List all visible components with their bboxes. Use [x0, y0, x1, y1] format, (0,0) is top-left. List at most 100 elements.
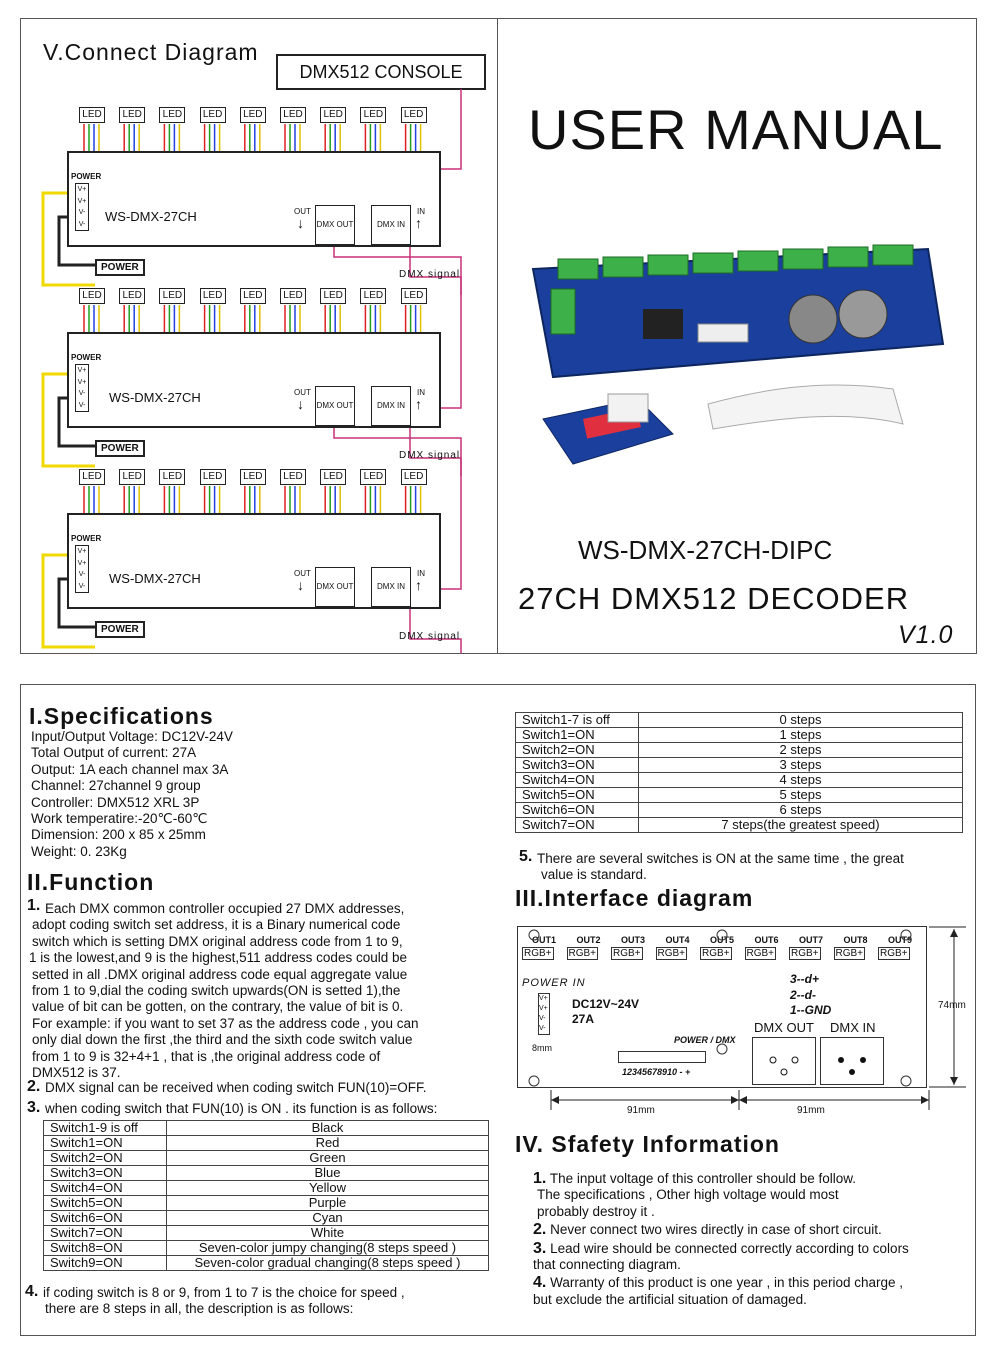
dim-small-label: 8mm: [532, 1043, 552, 1053]
in-label: IN: [417, 207, 425, 216]
power-button: POWER: [95, 621, 145, 638]
safety-number: 4.: [533, 1274, 547, 1292]
led-box: LED: [79, 469, 105, 485]
switch-cell: Switch4=ON: [515, 772, 639, 788]
cover-product: 27CH DMX512 DECODER: [518, 581, 910, 616]
text-line: only dial down the first ,the third and …: [32, 1032, 413, 1048]
power-button: POWER: [95, 440, 145, 457]
led-box: LED: [360, 288, 387, 304]
interface-out-label: OUT4: [665, 935, 690, 945]
dmx-signal-label: DMX signal: [399, 631, 461, 642]
interface-out-label: OUT6: [754, 935, 779, 945]
led-box: LED: [400, 107, 427, 123]
led-box: LED: [360, 469, 387, 485]
switch-cell: Switch2=ON: [515, 742, 639, 758]
value-cell: Yellow: [166, 1180, 489, 1196]
text-line: Never connect two wires directly in case…: [550, 1222, 882, 1238]
text-line: adopt coding switch set address, it is a…: [32, 917, 401, 933]
value-cell: Cyan: [166, 1210, 489, 1226]
text-line: but exclude the artificial situation of …: [533, 1291, 807, 1307]
vminus: V-: [539, 1025, 546, 1032]
specs-list: Input/Output Voltage: DC12V-24V Total Ou…: [31, 729, 233, 860]
dmx-in-port: DMX IN: [371, 205, 411, 245]
function-item-number: 3.: [27, 1099, 41, 1116]
switch-cell: Switch8=ON: [43, 1240, 167, 1256]
safety-heading: IV. Sfafety Information: [515, 1131, 780, 1157]
led-box: LED: [239, 469, 266, 485]
value-cell: 0 steps: [638, 712, 963, 728]
dmx-in-label: DMX IN: [830, 1020, 876, 1035]
dim-height-label: 74mm: [938, 1000, 966, 1011]
value-cell: 2 steps: [638, 742, 963, 758]
led-box: LED: [400, 469, 427, 485]
dimension-lines: [550, 926, 966, 1110]
value-cell: Seven-color jumpy changing(8 steps speed…: [166, 1240, 489, 1256]
terminal-pin: V-: [78, 571, 86, 578]
switch-cell: Switch4=ON: [43, 1180, 167, 1196]
spec-line: Controller: DMX512 XRL 3P: [31, 794, 200, 810]
dmx-in-port: DMX IN: [371, 386, 411, 426]
led-box: LED: [159, 288, 186, 304]
switch-cell: Switch1-9 is off: [43, 1120, 167, 1136]
dip-switch: [618, 1051, 706, 1063]
out-arrow: ↓: [297, 577, 304, 593]
pin3-label: 3--d+: [790, 972, 820, 986]
mounting-holes: [528, 929, 912, 1087]
value-cell: 7 steps(the greatest speed): [638, 817, 963, 833]
cover-model: WS-DMX-27CH-DIPC: [578, 535, 833, 565]
switch-cell: Switch6=ON: [515, 802, 639, 818]
led-box: LED: [320, 469, 347, 485]
value-cell: Purple: [166, 1195, 489, 1211]
switch-cell: Switch5=ON: [515, 787, 639, 803]
led-box: LED: [239, 107, 266, 123]
text-line: DMX512 is 37.: [32, 1065, 121, 1081]
safety-number: 3.: [533, 1239, 547, 1257]
terminal-pin: V+: [77, 367, 87, 374]
product-photo: [531, 244, 945, 465]
terminal-pin: V-: [78, 209, 86, 216]
vplus: V+: [539, 995, 548, 1002]
interface-rgb-terminal: RGB+: [655, 947, 688, 960]
function-paragraph-2: DMX signal can be received when coding s…: [45, 1080, 427, 1095]
function-item-number: 2.: [27, 1078, 41, 1095]
spec-line: Weight: 0. 23Kg: [31, 843, 127, 859]
terminal-pin: V-: [78, 401, 86, 409]
cover-panel: USER MANUAL WS-DMX-27CH-DIPC 27CH DMX512…: [497, 18, 977, 654]
text-line: value is standard.: [541, 867, 647, 883]
safety-number: 1.: [533, 1170, 547, 1187]
switch-cell: Switch5=ON: [43, 1195, 167, 1211]
value-cell: 3 steps: [638, 757, 963, 773]
dmx-out-port: DMX OUT: [315, 205, 355, 245]
value-cell: Black: [166, 1120, 489, 1136]
text-line: Lead wire should be connected correctly …: [550, 1240, 909, 1256]
text-line: Warranty of this product is one year , i…: [550, 1275, 904, 1291]
dmx-console-box: DMX512 CONSOLE: [276, 54, 486, 90]
switch-cell: Switch7=ON: [43, 1225, 167, 1241]
power-label: POWER: [71, 172, 102, 181]
power-in-label: POWER IN: [522, 977, 586, 989]
interface-out-label: OUT3: [621, 935, 646, 945]
text-line: The input voltage of this controller sho…: [549, 1171, 857, 1186]
vminus: V-: [539, 1015, 546, 1022]
dmx-out-port: DMX OUT: [315, 567, 355, 607]
led-box: LED: [119, 288, 146, 304]
power-button: POWER: [95, 259, 145, 276]
interface-out-label: OUT9: [888, 935, 913, 945]
terminal-pin: V-: [78, 220, 86, 228]
value-cell: 6 steps: [638, 802, 963, 818]
in-arrow: ↑: [415, 215, 422, 231]
decoder-model-label: WS-DMX-27CH: [105, 209, 197, 224]
out-label: OUT: [294, 569, 311, 578]
interface-out-label: OUT1: [532, 935, 557, 945]
value-cell: 5 steps: [638, 787, 963, 803]
